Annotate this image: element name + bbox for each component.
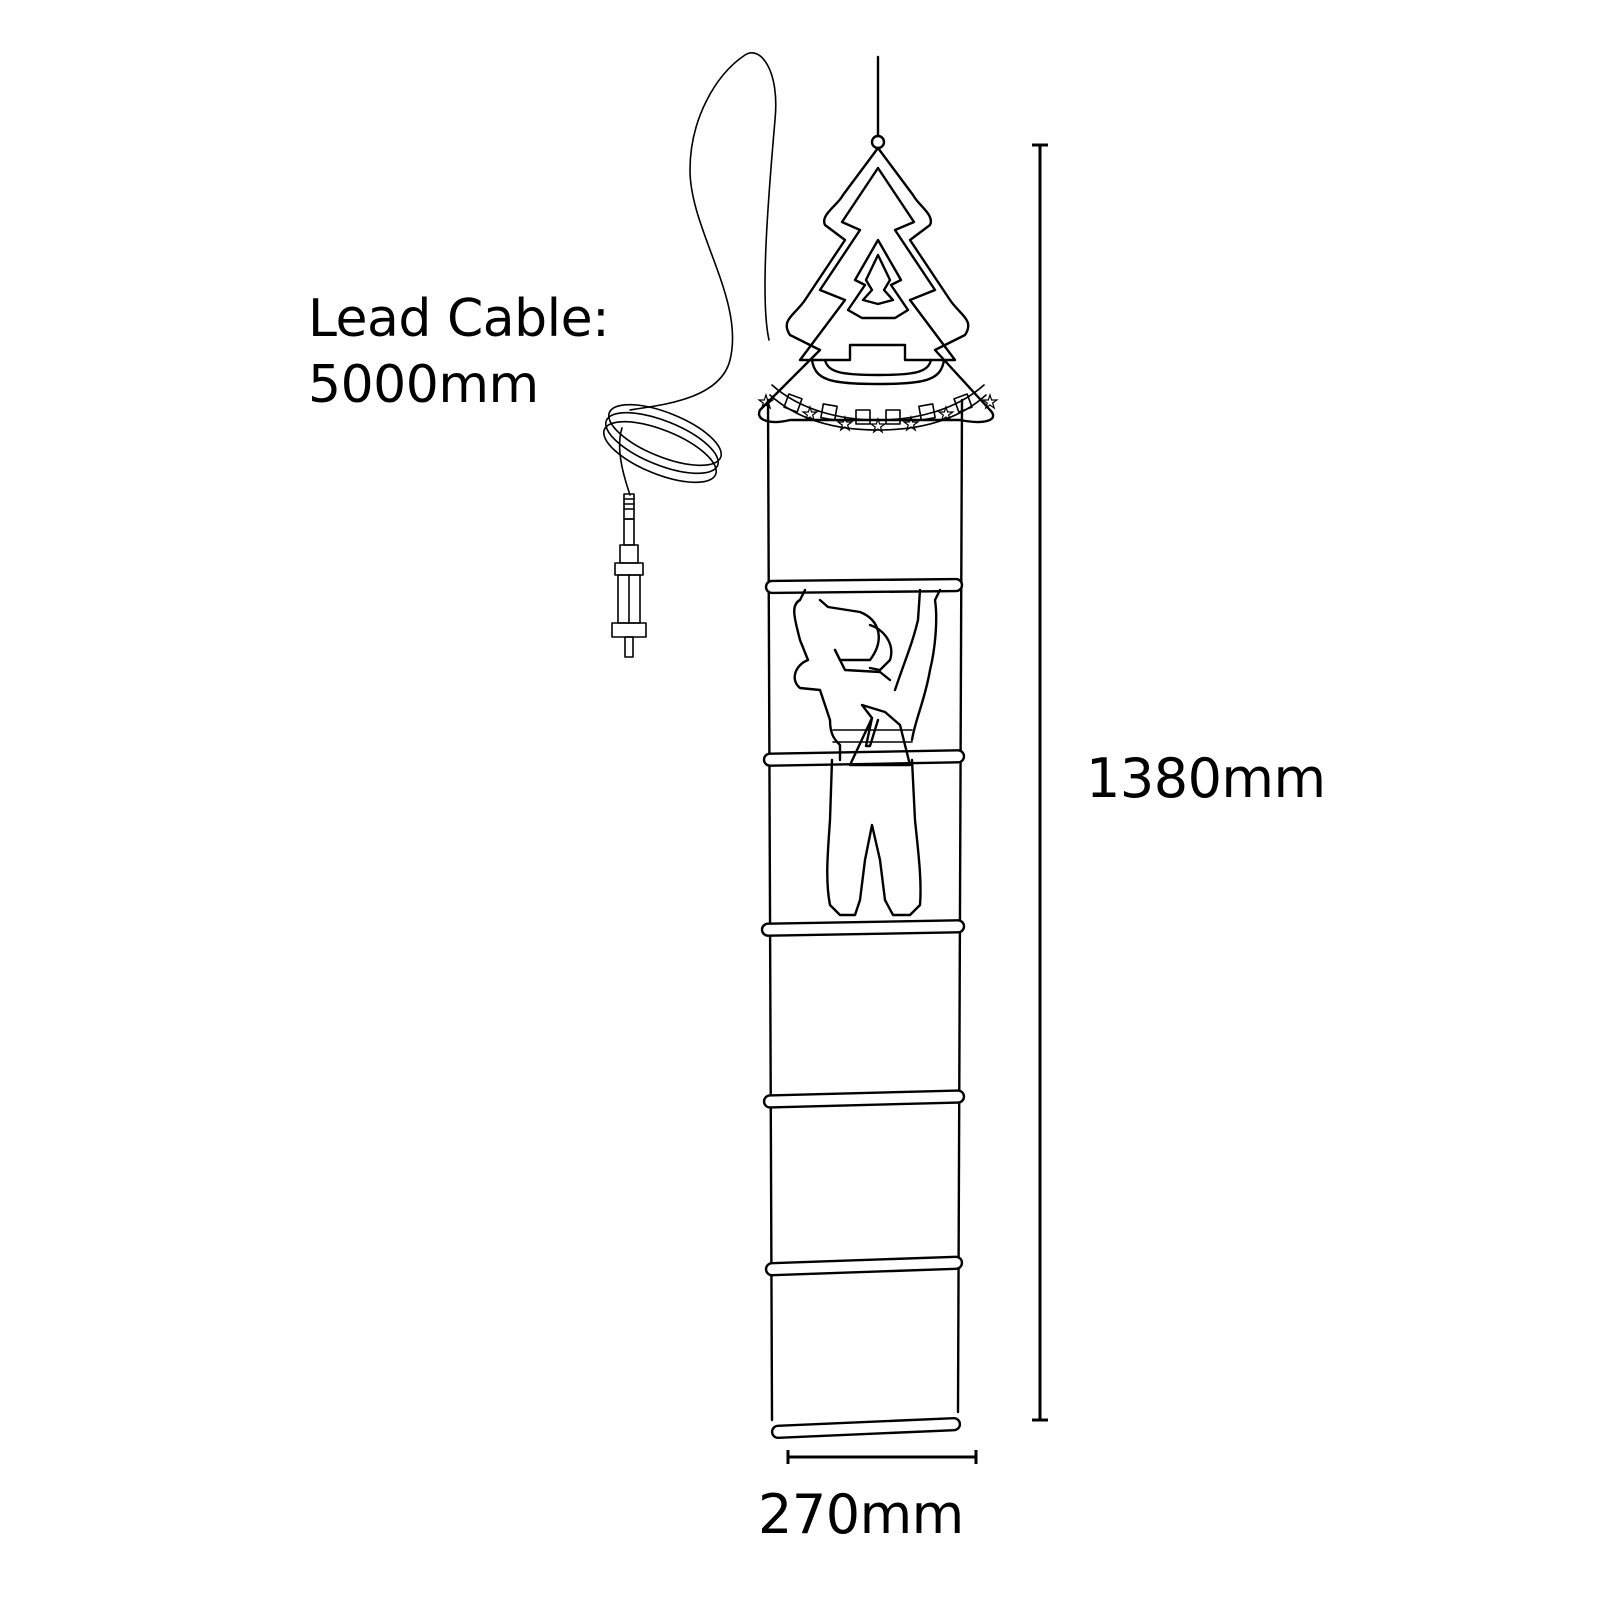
- svg-text:★: ★: [758, 392, 774, 413]
- height-dimension: [1032, 143, 1048, 1422]
- ladder-rung: [764, 1255, 964, 1277]
- ladder-rung: [770, 1416, 962, 1440]
- svg-text:★: ★: [982, 392, 998, 413]
- lead-cable-label: Lead Cable: 5000mm: [308, 286, 610, 418]
- ladder-rung: [764, 577, 964, 595]
- height-dimension-label: 1380mm: [1086, 747, 1326, 810]
- svg-text:★: ★: [837, 414, 853, 435]
- lead-cable-length: 5000mm: [308, 355, 539, 415]
- svg-text:★: ★: [938, 404, 954, 425]
- ladder: [760, 398, 966, 1440]
- svg-text:★: ★: [802, 404, 818, 425]
- lead-cable-title: Lead Cable:: [308, 289, 610, 349]
- svg-text:★: ★: [870, 416, 886, 437]
- star-garland: ★ ★ ★ ★ ★ ★ ★: [757, 391, 998, 437]
- width-dimension-label: 270mm: [758, 1483, 964, 1546]
- lead-cable: [602, 52, 777, 496]
- plug-connector: [611, 493, 647, 658]
- hanging-cord: [870, 55, 886, 150]
- santa-figure: [793, 588, 942, 917]
- ladder-rung: [762, 1089, 966, 1109]
- ladder-rung: [760, 919, 966, 937]
- christmas-tree-topper: ★ ★ ★ ★ ★ ★ ★: [757, 146, 999, 438]
- ladder-rung: [762, 749, 966, 767]
- width-dimension: [786, 1450, 978, 1464]
- svg-text:★: ★: [903, 414, 919, 435]
